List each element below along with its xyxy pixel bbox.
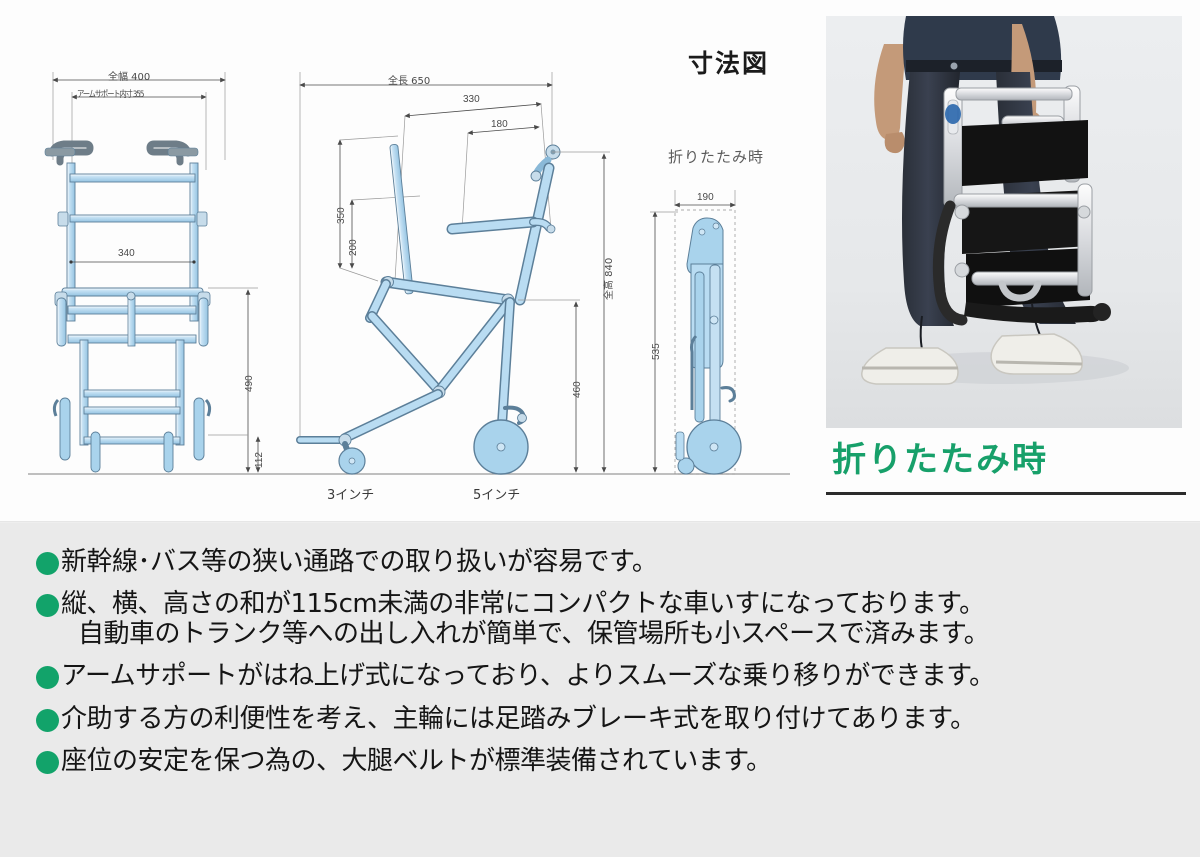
folded-wheelchair-photo — [826, 16, 1182, 428]
feature-text: アームサポートがはね上げ式になっており、よりスムーズな乗り移りができます。 — [61, 661, 995, 692]
feature-text: 介助する方の利便性を考え、主輪には足踏みブレーキ式を取り付けてあります。 — [61, 703, 976, 734]
bullet-dot-icon — [36, 552, 59, 575]
side-view-group — [296, 72, 610, 475]
bullet-dot-icon — [36, 708, 59, 732]
technical-drawing-svg — [28, 72, 790, 475]
caster-size-label: 3インチ — [327, 488, 375, 503]
dim-backrest-depth: 330 — [463, 94, 480, 105]
feature-text-continued: 自動車のトランク等への出し入れが簡単で、保管場所も小スペースで済みます。 — [78, 619, 990, 650]
folded-view-group — [650, 190, 742, 475]
dim-overall-width: 全幅 400 — [108, 72, 151, 83]
dim-overall-height: 全高 840 — [604, 257, 615, 300]
feature-item-1: 新幹線･バス等の狭い通路での取り扱いが容易です。 — [36, 547, 1186, 577]
dim-armsupport-inner-width: アームサポート内寸 355 — [77, 90, 144, 100]
feature-text: 新幹線･バス等の狭い通路での取り扱いが容易です。 — [61, 547, 658, 577]
wheel-size-label: 5インチ — [473, 488, 521, 503]
bullet-dot-icon — [36, 594, 59, 618]
dim-seat-width: 340 — [118, 248, 135, 259]
dim-armrest-length: 180 — [491, 119, 508, 130]
feature-text: 縦、横、高さの和が115cm未満の非常にコンパクトな車いすになっております。 — [61, 589, 985, 620]
dim-backrest-height: 350 — [336, 207, 347, 224]
dim-ground-clearance: 112 — [254, 452, 265, 468]
dim-seat-height: 460 — [572, 381, 583, 398]
photo-caption-folded: 折りたたみ時 — [832, 440, 1048, 480]
dim-backrest-lower: 200 — [348, 239, 359, 256]
dimension-drawing-section: 全幅 400 アームサポート内寸 355 340 490 112 全長 650 … — [28, 16, 1186, 503]
bullet-dot-icon — [36, 666, 59, 690]
feature-item-2: 縦、横、高さの和が115cm未満の非常にコンパクトな車いすになっております。 自… — [36, 589, 1186, 649]
features-section: 新幹線･バス等の狭い通路での取り扱いが容易です。 縦、横、高さの和が115cm未… — [0, 523, 1200, 857]
front-view-group — [44, 72, 261, 475]
feature-item-4: 介助する方の利便性を考え、主輪には足踏みブレーキ式を取り付けてあります。 — [36, 704, 1186, 734]
dim-height-490: 490 — [244, 375, 255, 392]
photo-underline-divider — [826, 492, 1186, 495]
dim-folded-height: 535 — [651, 343, 662, 360]
dim-overall-length: 全長 650 — [388, 76, 431, 87]
bullet-dot-icon — [36, 750, 59, 774]
page-title: 寸法図 — [688, 49, 770, 78]
folded-view-label: 折りたたみ時 — [668, 148, 765, 166]
dim-folded-width: 190 — [697, 192, 714, 203]
feature-item-3: アームサポートがはね上げ式になっており、よりスムーズな乗り移りができます。 — [36, 661, 1186, 691]
section-divider — [0, 521, 1200, 523]
feature-item-5: 座位の安定を保つ為の、大腿ベルトが標準装備されています。 — [36, 746, 1186, 776]
photo-illustration — [826, 16, 1182, 428]
feature-text: 座位の安定を保つ為の、大腿ベルトが標準装備されています。 — [61, 745, 772, 776]
